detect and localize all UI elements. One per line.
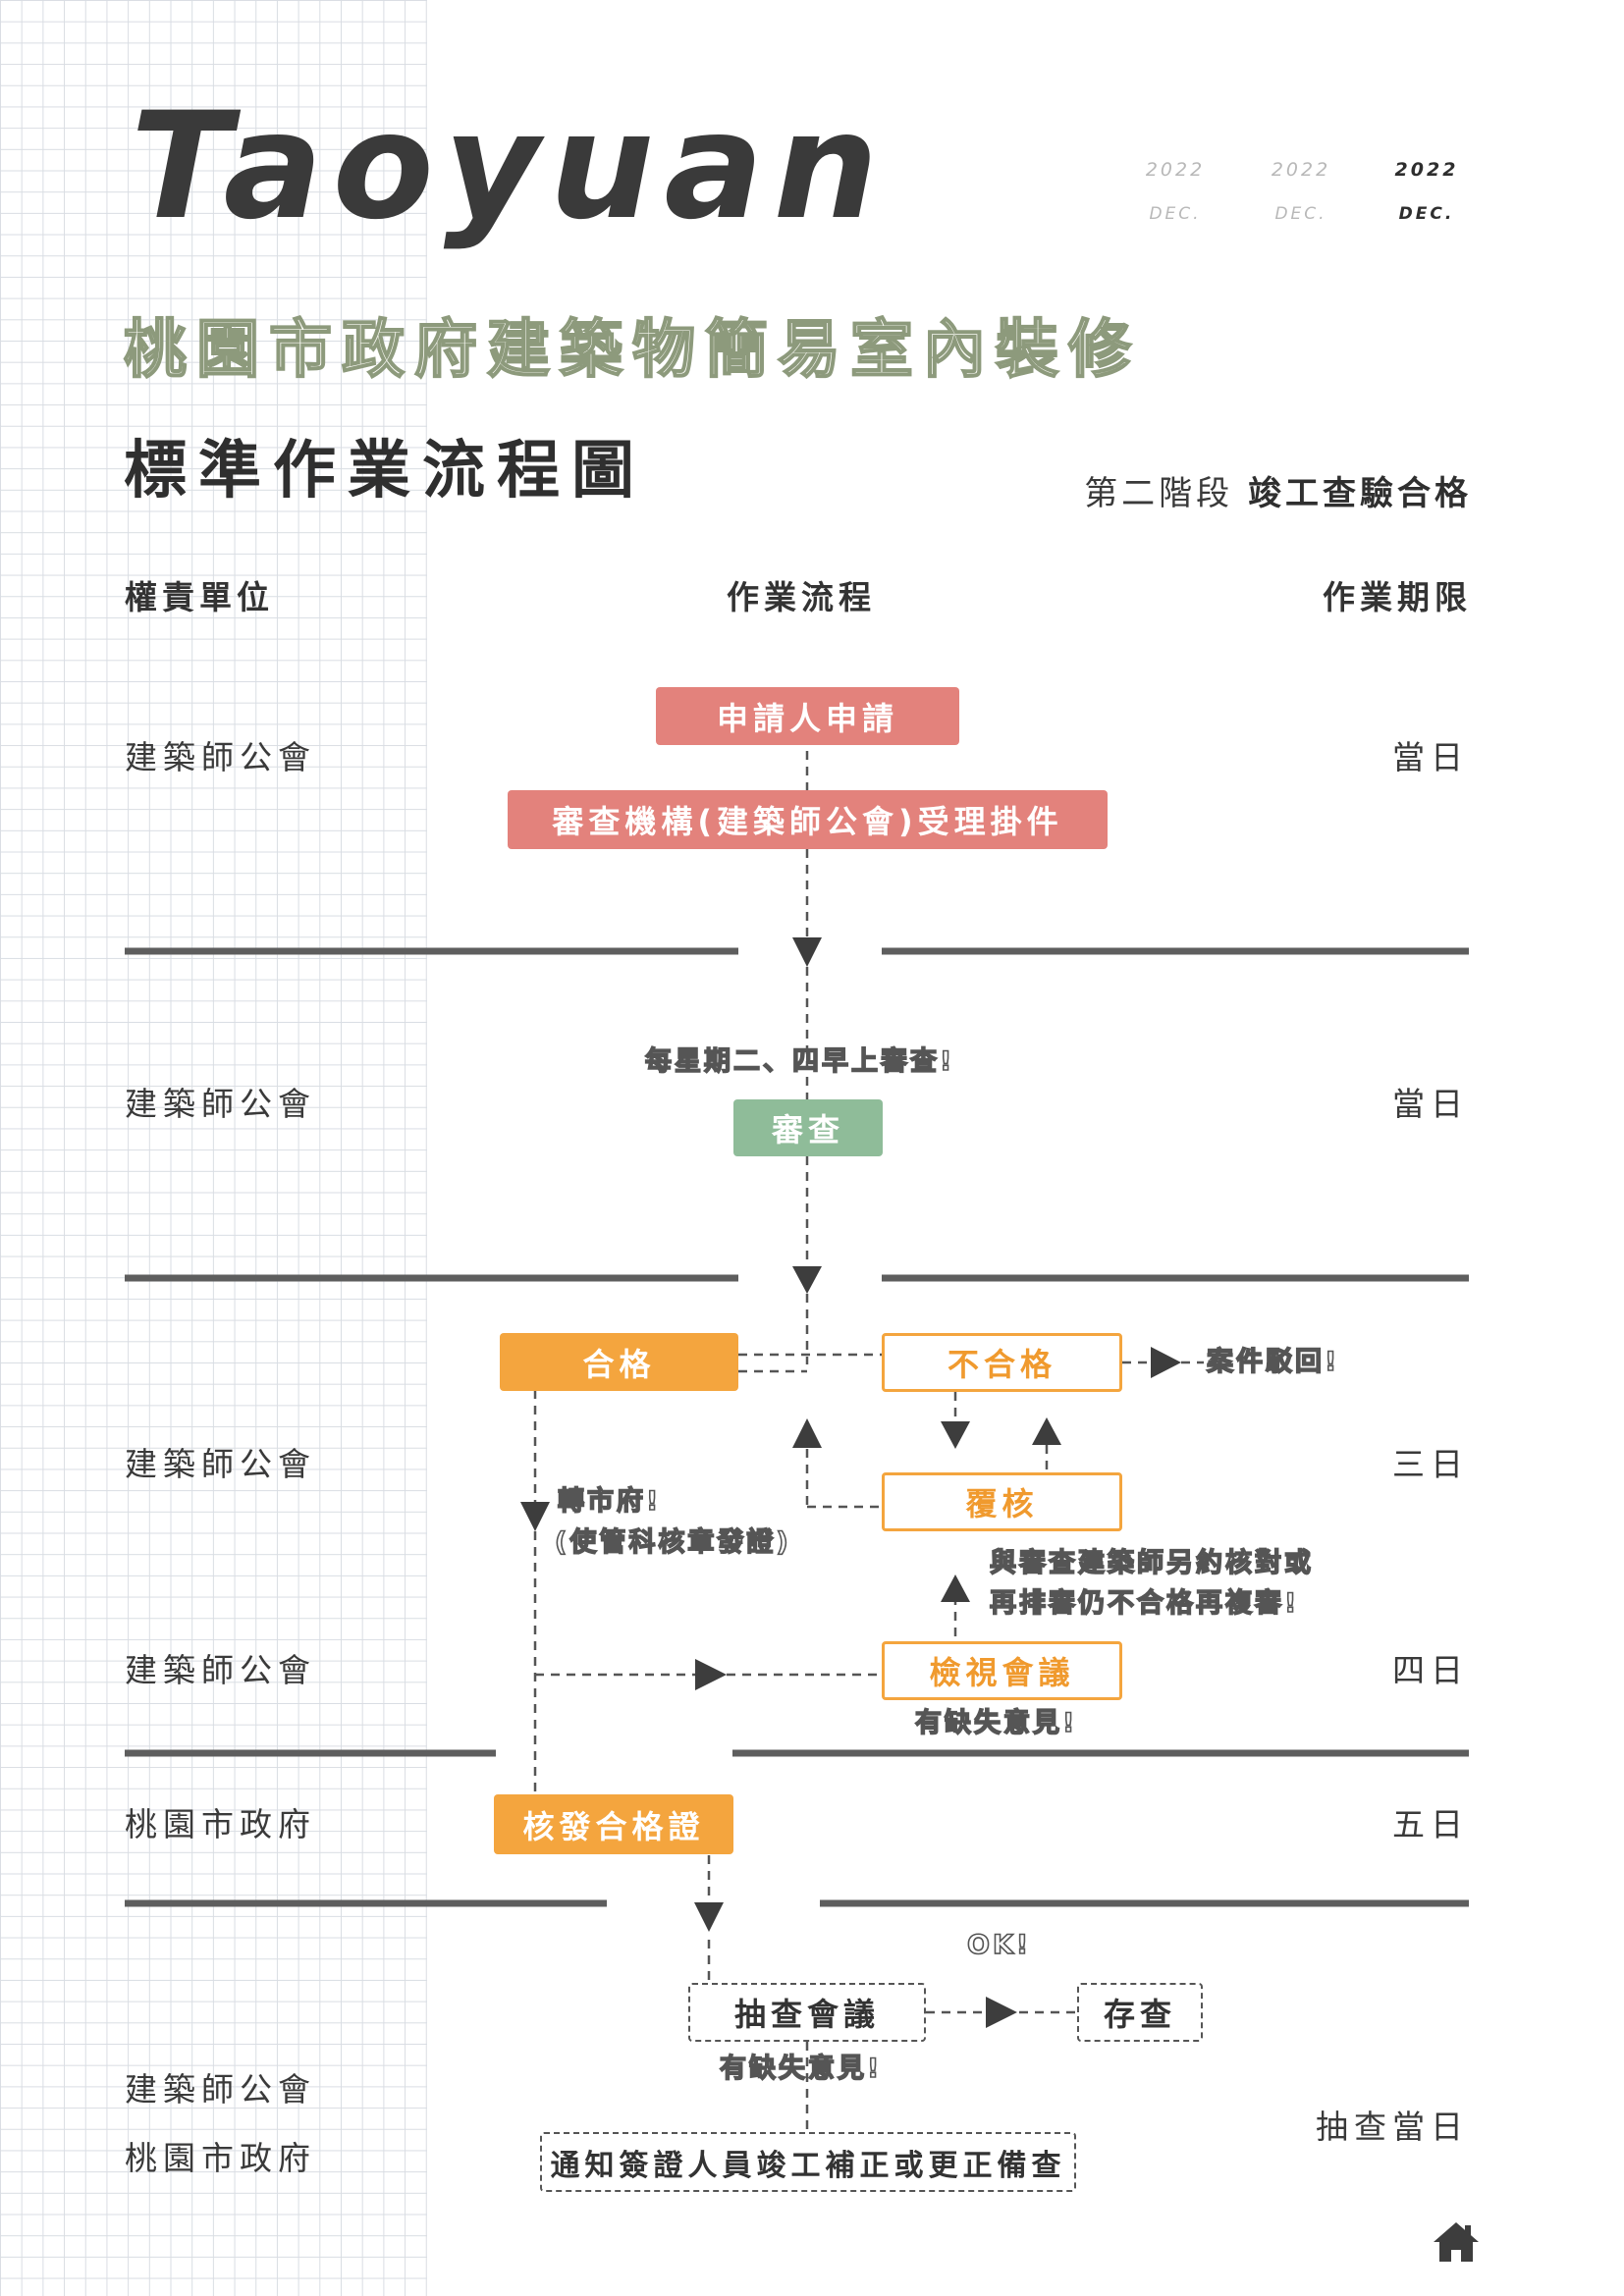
period-label: 四日	[1392, 1651, 1469, 1689]
step-apply: 申請人申請	[656, 687, 959, 745]
date-column-1: 2022 DEC.	[1131, 159, 1219, 224]
note-defect-2: 有缺失意見!	[719, 2053, 883, 2085]
note-recheck-1: 與審查建築師另約核對或	[989, 1547, 1314, 1579]
dashed-links	[533, 751, 1204, 2132]
step-accept: 審查機構(建築師公會)受理掛件	[508, 790, 1108, 849]
title-line-1: 桃園市政府建築物簡易室內裝修	[123, 314, 1141, 387]
unit-label: 桃園市政府	[125, 1805, 316, 1843]
note-review-schedule: 每星期二、四早上審查!	[644, 1045, 955, 1078]
arrow-right	[986, 1997, 1017, 2028]
brand-title: Taoyuan	[131, 81, 889, 252]
arrow-up	[941, 1575, 970, 1602]
unit-label: 建築師公會	[125, 1651, 316, 1689]
step-issue: 核發合格證	[494, 1794, 733, 1854]
period-label: 五日	[1392, 1805, 1469, 1843]
step-fail: 不合格	[882, 1333, 1122, 1392]
period-label: 抽查當日	[1316, 2108, 1469, 2146]
date-year: 2022	[1271, 159, 1331, 181]
unit-label: 建築師公會	[125, 738, 316, 776]
arrow-right	[1151, 1347, 1181, 1378]
date-column-2: 2022 DEC.	[1257, 159, 1345, 224]
arrow-up	[792, 1418, 822, 1448]
unit-label: 建築師公會	[125, 2070, 316, 2109]
arrow-down	[520, 1502, 550, 1531]
arrow-down	[792, 937, 822, 967]
date-column-3: 2022 DEC.	[1382, 159, 1471, 224]
step-pass: 合格	[500, 1333, 738, 1391]
note-to-city-1: 轉市府!	[557, 1485, 662, 1518]
note-to-city-2: (使管科核章發證)	[554, 1526, 791, 1559]
date-month: DEC.	[1149, 204, 1202, 224]
column-header-unit: 權責單位	[125, 578, 274, 616]
period-label: 當日	[1392, 738, 1469, 776]
grid-background	[0, 0, 427, 2296]
arrowheads	[520, 937, 1181, 2028]
step-recheck: 覆核	[882, 1472, 1122, 1531]
step-notify: 通知簽證人員竣工補正或更正備查	[540, 2132, 1076, 2192]
date-year: 2022	[1145, 159, 1206, 181]
title-line-2: 標準作業流程圖	[124, 435, 646, 507]
stage-label: 第二階段 竣工查驗合格	[1084, 466, 1472, 514]
arrow-right	[695, 1659, 727, 1690]
arrow-down	[792, 1266, 822, 1294]
unit-label: 建築師公會	[125, 1085, 316, 1123]
arrow-down	[694, 1902, 724, 1932]
note-recheck-2: 再排審仍不合格再複審!	[989, 1587, 1300, 1620]
period-label: 當日	[1392, 1085, 1469, 1123]
date-year: 2022	[1394, 159, 1459, 181]
step-review: 審查	[733, 1099, 883, 1156]
step-archive: 存查	[1077, 1983, 1203, 2042]
section-dividers	[125, 947, 1469, 1907]
column-header-process: 作業流程	[727, 578, 876, 616]
column-header-period: 作業期限	[1323, 578, 1472, 616]
note-case-return: 案件駁回!	[1206, 1346, 1340, 1378]
arrow-up	[1032, 1417, 1061, 1445]
note-defect-1: 有缺失意見!	[914, 1707, 1078, 1739]
note-ok: OK!	[966, 1929, 1032, 1961]
step-spot-meeting: 抽查會議	[688, 1983, 926, 2042]
unit-label: 建築師公會	[125, 1445, 316, 1483]
date-month: DEC.	[1274, 204, 1327, 224]
home-icon[interactable]	[1432, 2220, 1481, 2264]
stage-name: 竣工查驗合格	[1248, 474, 1472, 513]
step-meeting: 檢視會議	[882, 1641, 1122, 1700]
date-month: DEC.	[1398, 204, 1455, 224]
arrow-down	[941, 1421, 970, 1449]
unit-label: 桃園市政府	[125, 2139, 316, 2177]
period-label: 三日	[1392, 1445, 1469, 1483]
stage-number: 第二階段	[1084, 474, 1234, 513]
